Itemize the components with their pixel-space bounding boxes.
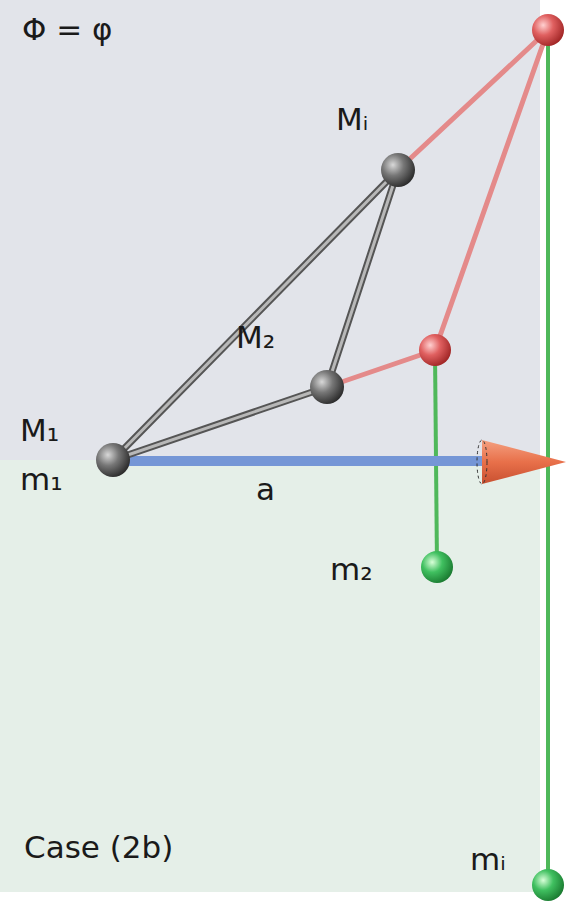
mass-label: M₁: [20, 413, 59, 447]
bond-outline: [113, 170, 398, 460]
image-bond: [435, 30, 548, 350]
projection-sphere: [421, 551, 453, 583]
case-label: Case (2b): [24, 830, 173, 864]
vector-label: a: [256, 472, 275, 506]
image-bond: [327, 350, 435, 387]
vector-shaft: [113, 456, 486, 466]
mass-label: mᵢ: [470, 842, 506, 876]
lower-panel: [0, 460, 540, 892]
mass-sphere: [310, 370, 344, 404]
bond: [327, 170, 398, 387]
projection-sphere: [532, 869, 564, 901]
mass-sphere: [96, 443, 130, 477]
panel-condition: Φ = φ: [22, 12, 113, 46]
mass-sphere: [381, 153, 415, 187]
mass-label: M₂: [236, 320, 275, 354]
upper-panel: [0, 0, 540, 460]
bond: [113, 387, 327, 460]
vector-head-base: [477, 440, 487, 484]
mass-label: m₁: [20, 462, 63, 496]
bond: [113, 170, 398, 460]
mass-label: m₂: [330, 552, 373, 586]
vector-head: [482, 440, 566, 484]
image-sphere: [419, 334, 451, 366]
bond-outline: [327, 170, 398, 387]
bond-outline: [113, 387, 327, 460]
image-sphere: [532, 14, 564, 46]
mass-label: Mᵢ: [336, 102, 368, 136]
